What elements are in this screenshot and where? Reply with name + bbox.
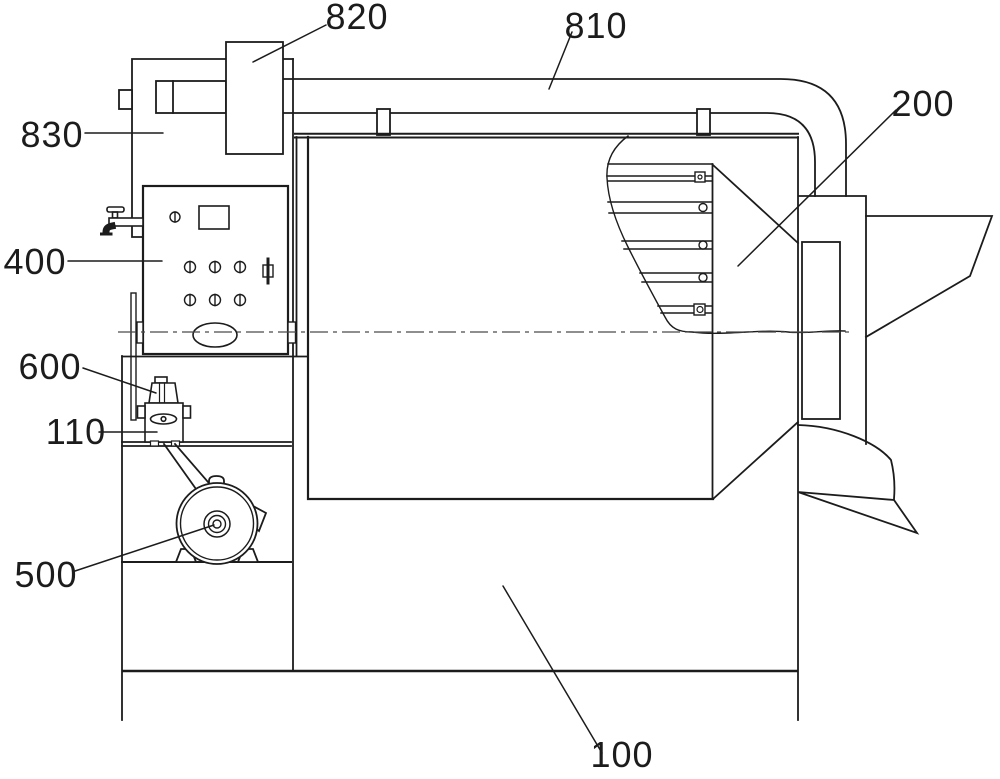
label-600: 600 — [18, 346, 81, 387]
motor-shell-inner — [179, 486, 255, 561]
discharge-spout-beak — [797, 491, 920, 535]
exhaust-pipe-outer — [282, 78, 847, 197]
leader-lines — [67, 24, 897, 754]
water-faucet — [100, 206, 144, 236]
label-400: 400 — [3, 241, 66, 282]
louver-pin-icon — [698, 272, 708, 283]
pipe-clamp-right — [696, 108, 711, 136]
panel-nameplate — [192, 322, 238, 348]
leader-100 — [502, 585, 603, 754]
gearbox-tab-left — [136, 405, 146, 419]
leader-500 — [74, 524, 215, 572]
gearbox-cap — [154, 376, 168, 384]
gearbox-body — [144, 402, 184, 443]
leader-810 — [548, 31, 573, 90]
label-110: 110 — [46, 411, 106, 452]
break-line — [606, 135, 846, 334]
gearbox-slot — [149, 413, 178, 425]
motor-hub — [212, 519, 222, 529]
tower-right-wall — [292, 58, 298, 672]
panel-knob-slots — [189, 293, 241, 307]
faucet-body — [108, 217, 144, 227]
gearbox-slot-pin — [160, 415, 167, 423]
panel-knob-slots — [189, 260, 241, 274]
louver-pin-icon — [696, 305, 704, 314]
faucet-stem — [111, 211, 119, 219]
faucet-spout — [102, 221, 117, 236]
label-810: 810 — [564, 5, 627, 46]
exhaust-pipe-inner — [282, 112, 816, 197]
motor-shell — [175, 482, 259, 565]
pipe-clamp-left — [376, 108, 391, 136]
burner-box — [131, 58, 294, 238]
gearbox-bolt — [158, 382, 166, 404]
drawing-lines — [100, 41, 994, 721]
slide-block — [225, 41, 284, 155]
damper-rod — [130, 292, 137, 421]
louver-end-bracket — [694, 171, 706, 183]
gearbox-head — [148, 382, 179, 404]
panel-display — [198, 205, 230, 230]
louver-end-bracket — [693, 303, 706, 316]
burner-box-left-tab — [118, 89, 133, 110]
drum-cone-edges — [711, 163, 800, 501]
label-500: 500 — [14, 554, 77, 595]
outlet-duct-inner — [801, 241, 841, 420]
motor-lug-top — [208, 475, 225, 485]
louver-pin-icon — [698, 240, 708, 250]
gearbox-tab-right — [182, 405, 192, 419]
drum-face — [306, 135, 715, 501]
labels: 820 810 200 830 400 600 110 500 100 — [3, 0, 954, 775]
drive-belt — [162, 442, 210, 491]
motor-hub — [207, 514, 227, 534]
motor — [174, 475, 268, 565]
louver-pin-icon — [698, 202, 708, 213]
drum-louvers — [606, 163, 713, 314]
label-200: 200 — [891, 83, 954, 124]
drum-top-edge — [294, 132, 799, 139]
burner-piston — [155, 80, 227, 114]
leader-820 — [252, 24, 327, 63]
feed-hopper — [864, 215, 994, 339]
leader-200 — [737, 109, 897, 267]
louver-pin-icon — [697, 174, 703, 180]
label-830: 830 — [20, 114, 83, 155]
label-820: 820 — [325, 0, 388, 37]
label-100: 100 — [590, 734, 653, 775]
leader-600 — [82, 367, 157, 394]
motor-hub — [203, 510, 231, 538]
gearbox-foot — [149, 440, 160, 447]
gearbox — [136, 376, 192, 447]
discharge-spout-top — [797, 424, 896, 500]
